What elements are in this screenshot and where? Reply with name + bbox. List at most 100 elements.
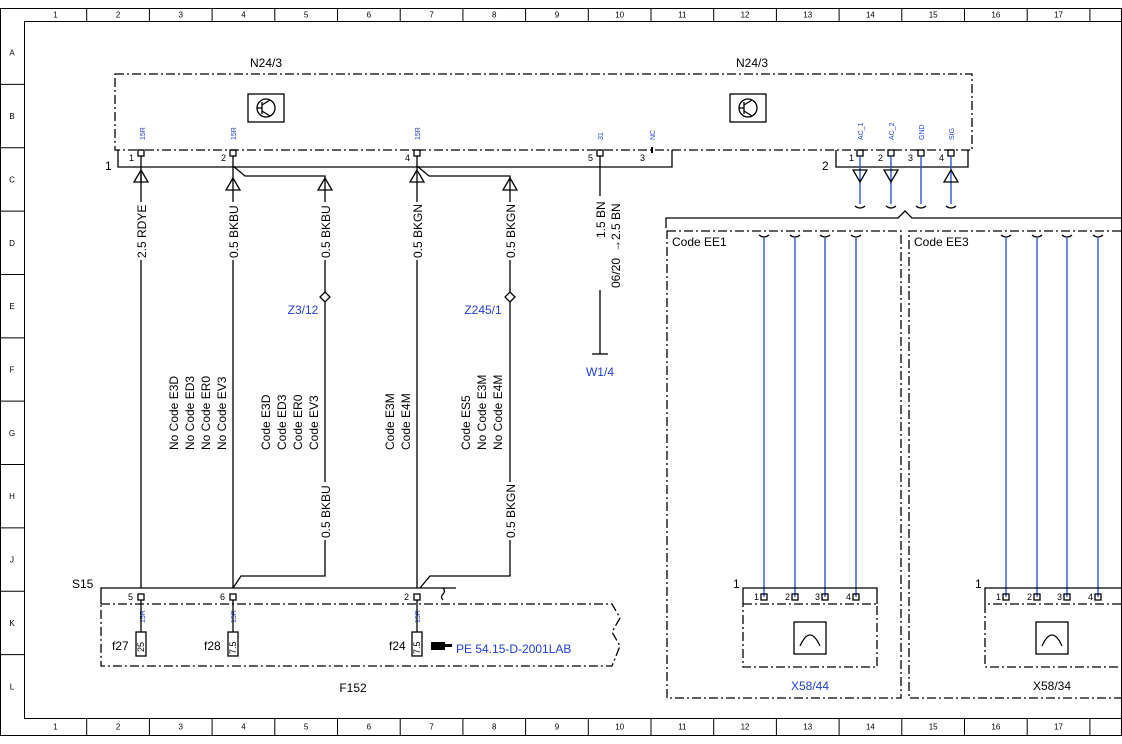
connector-1-pin: 5 31 <box>588 132 605 163</box>
svg-text:No Code ED3: No Code ED3 <box>183 376 197 450</box>
f152-reference-link[interactable]: PE 54.15-D-2001LAB <box>456 642 571 656</box>
row-letter: D <box>9 239 15 248</box>
f152-outline <box>100 603 621 667</box>
svg-text:3: 3 <box>908 153 913 163</box>
connector-1-label: 1 <box>105 159 112 173</box>
svg-text:f27: f27 <box>112 639 129 653</box>
ref-w1-4[interactable]: W1/4 <box>586 365 614 379</box>
outer-border <box>0 8 1122 736</box>
svg-text:No Code E3M: No Code E3M <box>475 375 489 450</box>
column-number: 16 <box>991 11 1000 20</box>
connector-2-pin: 1 AC_1 <box>849 122 865 163</box>
arrow-icon: → <box>609 240 623 252</box>
n24-right-title: N24/3 <box>736 56 768 70</box>
ee-section: Code EE1 Code EE3 1 1 2 3 <box>665 156 1121 699</box>
svg-text:31: 31 <box>598 132 605 140</box>
svg-text:25: 25 <box>136 642 146 652</box>
svg-text:3: 3 <box>1057 592 1062 602</box>
code-notes: No Code E3D No Code ED3 No Code ER0 No C… <box>167 375 505 450</box>
svg-text:Code ES5: Code ES5 <box>459 395 473 450</box>
column-number: 3 <box>179 723 184 732</box>
svg-text:AC_2: AC_2 <box>889 122 896 140</box>
fuse-f24: 7.5 f24 <box>389 600 423 657</box>
wire-label: 0.5 BKGN <box>504 484 518 538</box>
row-letter: K <box>9 619 15 628</box>
ee1-component-link[interactable]: X58/44 <box>791 679 829 693</box>
row-letter: B <box>9 112 14 121</box>
column-number: 12 <box>741 11 750 20</box>
f152-label: F152 <box>339 681 367 695</box>
ee3-title: Code EE3 <box>914 235 969 249</box>
connector-1-outline <box>117 150 673 168</box>
s15-pin: 6 15R <box>220 592 238 623</box>
svg-text:2: 2 <box>878 153 883 163</box>
ee3-component-label: X58/34 <box>1033 679 1071 693</box>
row-letter: A <box>9 49 15 58</box>
column-number: 11 <box>678 723 687 732</box>
column-number: 8 <box>492 723 497 732</box>
column-number: 3 <box>179 11 184 20</box>
column-number: 13 <box>803 11 812 20</box>
column-number: 9 <box>555 723 560 732</box>
column-number: 4 <box>241 723 246 732</box>
svg-text:2: 2 <box>404 592 409 602</box>
svg-text:No Code ER0: No Code ER0 <box>199 376 213 450</box>
svg-text:7.5: 7.5 <box>228 641 238 654</box>
connector-2-label: 2 <box>822 159 829 173</box>
column-number: 15 <box>929 11 938 20</box>
svg-text:15R: 15R <box>231 127 238 140</box>
column-number: 11 <box>678 11 687 20</box>
connector-1-pin: 4 15R <box>405 127 422 163</box>
svg-text:AC_1: AC_1 <box>858 122 865 140</box>
svg-text:4: 4 <box>939 153 944 163</box>
ee3-wires <box>1000 234 1104 597</box>
column-number: 5 <box>304 11 309 20</box>
svg-text:Code ED3: Code ED3 <box>275 394 289 450</box>
svg-text:f24: f24 <box>389 639 406 653</box>
wire-label: 0.5 BKBU <box>319 205 333 258</box>
column-number: 14 <box>866 11 875 20</box>
wire-label: 0.5 BKGN <box>411 204 425 258</box>
row-letter: G <box>9 429 15 438</box>
column-number: 9 <box>555 11 560 20</box>
svg-text:5: 5 <box>588 153 593 163</box>
n24-module-box <box>114 73 973 151</box>
svg-text:No Code E3D: No Code E3D <box>167 376 181 450</box>
svg-text:5: 5 <box>128 592 133 602</box>
connector-1-pin: 2 15R <box>221 127 238 163</box>
column-number: 2 <box>116 723 121 732</box>
svg-text:f28: f28 <box>204 639 221 653</box>
connector-1-pin: 1 15R <box>129 127 147 163</box>
column-number: 7 <box>429 11 434 20</box>
row-letter: F <box>10 366 15 375</box>
ref-z245-1[interactable]: Z245/1 <box>464 303 502 317</box>
column-number: 10 <box>615 723 624 732</box>
s15-connector: S15 5 15R 6 15R 2 15R <box>72 577 456 623</box>
wire-label: 0.5 BKGN <box>504 204 518 258</box>
row-letter: L <box>10 682 15 691</box>
row-letter: E <box>9 302 14 311</box>
svg-text:2: 2 <box>221 153 226 163</box>
n24-left-title: N24/3 <box>250 56 282 70</box>
ref-z3-12[interactable]: Z3/12 <box>288 303 319 317</box>
column-number: 16 <box>991 723 1000 732</box>
svg-text:2: 2 <box>1027 592 1032 602</box>
column-number: 13 <box>803 723 812 732</box>
wire-label: 1.5 BN <box>594 201 608 238</box>
column-number: 1 <box>53 11 58 20</box>
fuse-f28: 7.5 f28 <box>204 600 239 657</box>
svg-text:Code E4M: Code E4M <box>399 393 413 450</box>
svg-text:1: 1 <box>996 592 1001 602</box>
column-number: 17 <box>1054 723 1063 732</box>
connector-2-pin: 3 GND <box>908 124 926 163</box>
ee3-box <box>908 230 1121 699</box>
column-number: 6 <box>367 11 372 20</box>
pointing-hand-icon <box>431 642 452 650</box>
wire-label-date: 06/20 <box>609 258 623 288</box>
svg-text:Code ER0: Code ER0 <box>291 394 305 450</box>
column-number: 1 <box>53 723 58 732</box>
